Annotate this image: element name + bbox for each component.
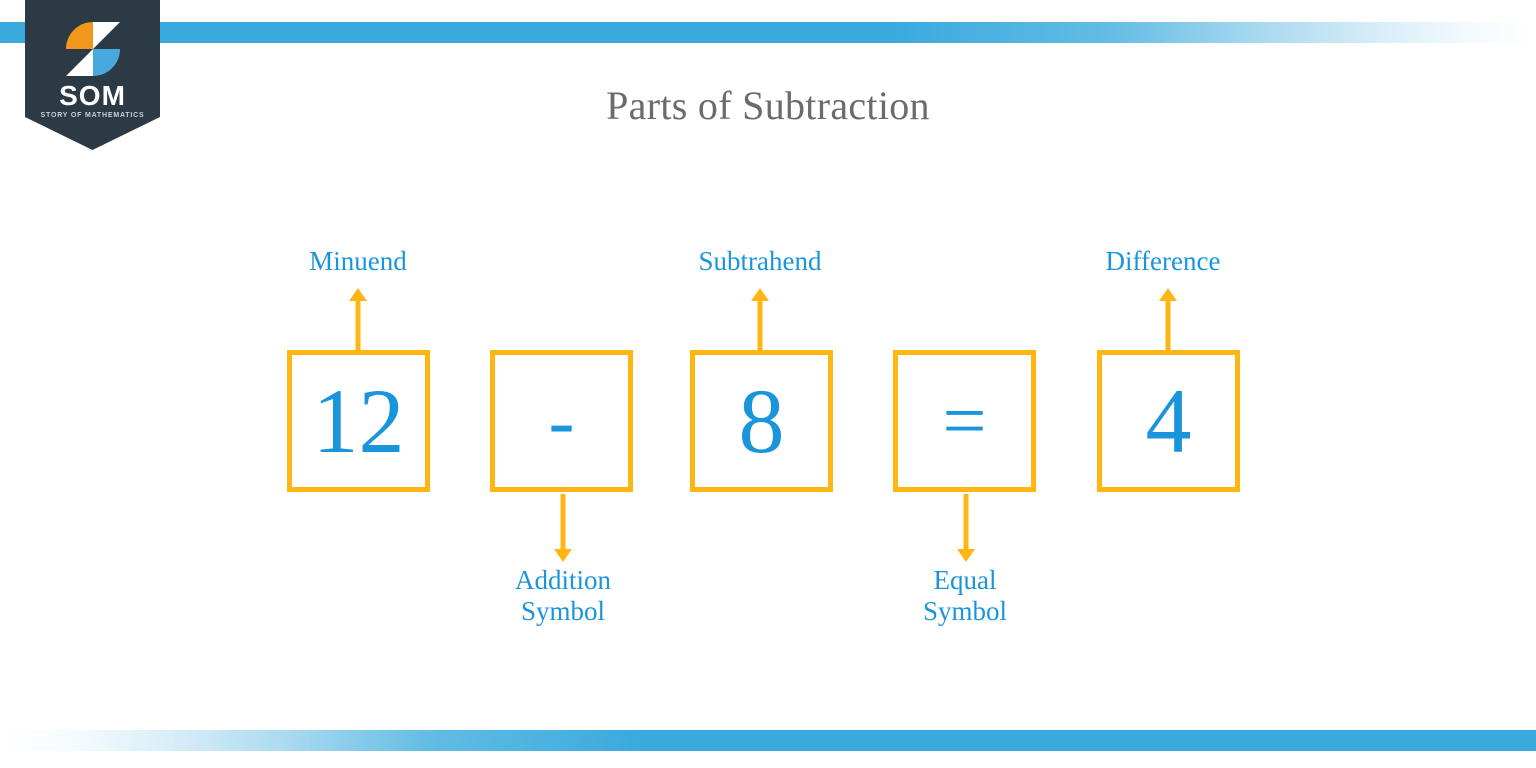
callout-label-equal-symbol: Equal Symbol (922, 565, 1008, 627)
equation-value-minuend: 12 (312, 370, 405, 472)
equation-box-subtraction-symbol[interactable]: - (490, 350, 633, 492)
equation-box-minuend[interactable]: 12 (287, 350, 430, 492)
callout-label-minuend: Minuend (309, 246, 407, 276)
arrow-down-equal-symbol (957, 494, 975, 562)
arrow-up-difference (1159, 288, 1177, 356)
brand-logo-banner[interactable]: SOM STORY OF MATHEMATICS (25, 0, 160, 150)
top-accent-bar (0, 22, 1536, 43)
page-title: Parts of Subtraction (606, 83, 930, 128)
equation-value-subtrahend: 8 (738, 370, 785, 472)
equation-box-subtrahend[interactable]: 8 (690, 350, 833, 492)
bottom-accent-bar (0, 730, 1536, 751)
brand-tagline: STORY OF MATHEMATICS (40, 112, 145, 119)
equation-value-subtraction-symbol: - (548, 377, 575, 464)
som-logo-mark (65, 22, 120, 76)
equation-value-equal-symbol: = (942, 377, 987, 464)
arrow-up-subtrahend (751, 288, 769, 356)
arrow-up-minuend (349, 288, 367, 356)
equation-box-difference[interactable]: 4 (1097, 350, 1240, 492)
equation-value-difference: 4 (1145, 370, 1192, 472)
callout-label-difference: Difference (1105, 246, 1221, 276)
equation-row: 12 - 8 = 4 (287, 350, 1240, 492)
callout-label-subtrahend: Subtrahend (698, 246, 822, 276)
callout-label-addition-symbol: Addition Symbol (514, 565, 611, 627)
arrow-down-addition-symbol (554, 494, 572, 562)
equation-box-equal-symbol[interactable]: = (893, 350, 1036, 492)
brand-name: SOM (59, 80, 126, 111)
